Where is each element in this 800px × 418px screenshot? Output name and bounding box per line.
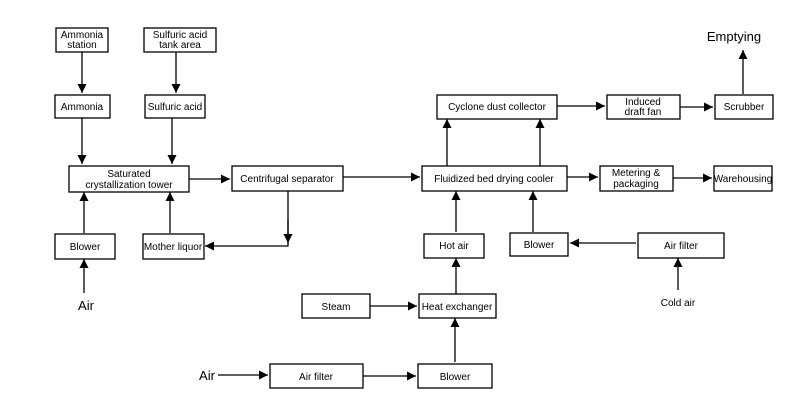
node-centrifugal-separator: Centrifugal separator <box>231 165 344 192</box>
node-cyclone-dust-collector: Cyclone dust collector <box>436 94 558 120</box>
node-air-filter-bottom: Air filter <box>269 363 364 389</box>
node-mother-liquor: Mother liquor <box>142 233 205 260</box>
node-label: Blower <box>524 240 555 251</box>
node-label: Induced <box>625 97 661 108</box>
node-label: Centrifugal separator <box>240 174 334 185</box>
node-label: Heat exchanger <box>422 302 493 313</box>
node-scrubber: Scrubber <box>714 94 774 120</box>
node-label: Ammonia <box>61 102 104 113</box>
node-air-filter-right: Air filter <box>637 232 725 259</box>
node-sulfuric-acid: Sulfuric acid <box>144 94 206 119</box>
node-label: Blower <box>440 372 471 383</box>
node-label: Ammonia <box>61 30 104 41</box>
node-steam: Steam <box>301 293 371 319</box>
node-ammonia-station: Ammonia station <box>55 27 109 53</box>
node-heat-exchanger: Heat exchanger <box>418 293 497 319</box>
node-saturated-crystallization-tower: Saturated crystallization tower <box>68 165 190 193</box>
node-label: Cyclone dust collector <box>448 102 546 113</box>
node-ammonia: Ammonia <box>54 94 111 119</box>
node-blower-mid: Blower <box>509 232 569 257</box>
node-label: Air filter <box>664 241 699 252</box>
node-blower-bottom: Blower <box>417 363 493 389</box>
node-label: Fluidized bed drying cooler <box>434 174 554 185</box>
node-label: Steam <box>322 302 351 313</box>
label-air-bottom: Air <box>199 368 216 383</box>
edges <box>77 50 748 381</box>
node-warehousing: Warehousing <box>713 165 773 192</box>
node-label: Blower <box>70 242 101 253</box>
label-air-left: Air <box>78 298 95 313</box>
node-label: crystallization tower <box>85 180 173 191</box>
edge-centrifugal-to-mother-liquor <box>205 191 289 251</box>
node-label: Metering & <box>612 168 661 179</box>
node-label: packaging <box>613 179 659 190</box>
node-label: Warehousing <box>714 174 773 185</box>
nodes: Ammonia station Sulfuric acid tank area … <box>54 27 774 389</box>
label-cold-air: Cold air <box>661 298 696 309</box>
node-label: station <box>67 40 96 51</box>
node-blower-left: Blower <box>54 233 116 260</box>
node-label: draft fan <box>625 107 662 118</box>
node-label: Sulfuric acid <box>148 102 202 113</box>
label-emptying: Emptying <box>707 29 761 44</box>
node-sulfuric-acid-tank-area: Sulfuric acid tank area <box>143 27 217 53</box>
node-hot-air: Hot air <box>423 233 485 259</box>
node-fluidized-bed-drying-cooler: Fluidized bed drying cooler <box>421 165 568 192</box>
node-label: Hot air <box>439 241 469 252</box>
node-label: tank area <box>159 40 201 51</box>
node-induced-draft-fan: Induced draft fan <box>606 94 681 120</box>
node-label: Air filter <box>299 372 334 383</box>
node-label: Saturated <box>107 169 150 180</box>
node-label: Scrubber <box>724 102 765 113</box>
node-label: Sulfuric acid <box>153 30 207 41</box>
node-label: Mother liquor <box>144 242 203 253</box>
free-labels: Emptying Air Cold air Air <box>78 29 761 383</box>
node-metering-packaging: Metering & packaging <box>599 165 674 192</box>
